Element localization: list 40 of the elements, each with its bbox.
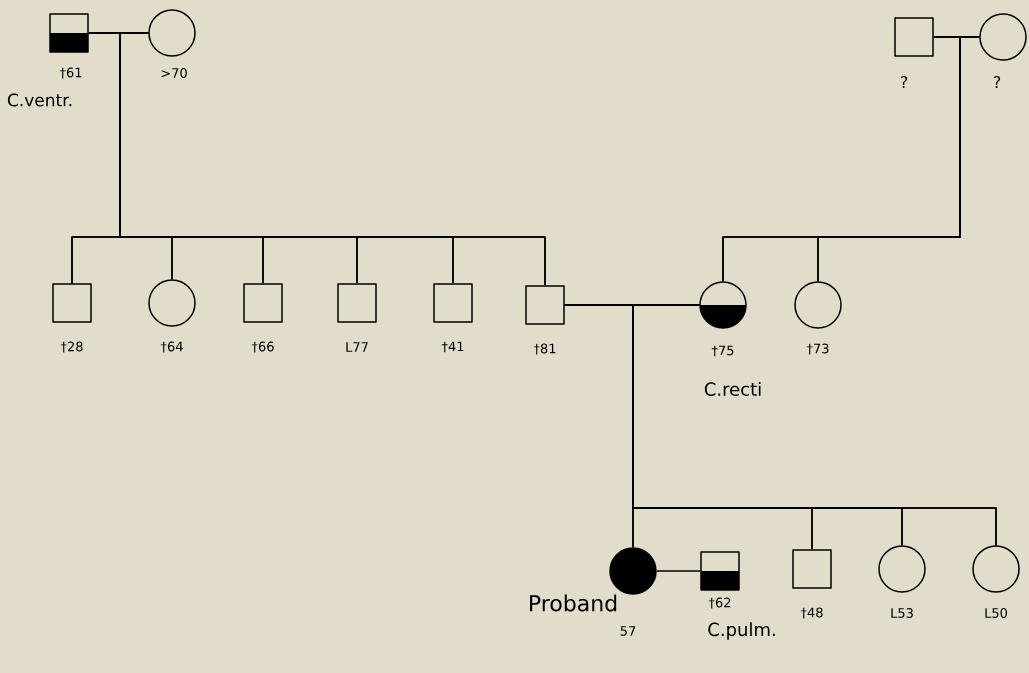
person-square [700, 551, 740, 591]
person-square [433, 283, 473, 323]
person-label: Proband [530, 594, 617, 612]
person-circle [794, 281, 842, 329]
person-label: †62 [708, 597, 731, 609]
person-label: C.pulm. [708, 622, 775, 640]
person-label: L50 [985, 608, 1008, 618]
person-circle [699, 281, 747, 329]
person-label: †48 [800, 607, 823, 619]
person-circle [609, 547, 657, 595]
descent-line [632, 304, 997, 546]
person-label: †61 [59, 67, 82, 79]
person-square [337, 283, 377, 323]
person-label: †64 [160, 341, 183, 353]
person-label: L77 [346, 342, 368, 352]
marriage-line [656, 570, 701, 572]
person-label: †73 [806, 343, 829, 355]
person-label: †81 [533, 343, 556, 355]
person-label: ? [993, 76, 1001, 88]
person-label: †41 [441, 341, 464, 353]
person-label: †66 [251, 341, 274, 353]
person-square [49, 13, 89, 53]
person-square [792, 549, 832, 589]
person-circle [979, 13, 1027, 61]
person-circle [148, 279, 196, 327]
person-square [243, 283, 283, 323]
person-label: >70 [161, 68, 187, 78]
person-circle [148, 9, 196, 57]
person-label: †28 [60, 341, 83, 353]
person-square [52, 283, 92, 323]
person-circle [878, 545, 926, 593]
person-label: 57 [620, 626, 636, 636]
person-label: †75 [711, 345, 734, 357]
person-square [525, 285, 565, 325]
person-label: C.ventr. [7, 93, 72, 107]
person-square [894, 17, 934, 57]
person-label: ? [900, 76, 908, 88]
person-circle [972, 545, 1020, 593]
person-label: L53 [891, 608, 913, 618]
person-label: C.recti [704, 382, 761, 396]
